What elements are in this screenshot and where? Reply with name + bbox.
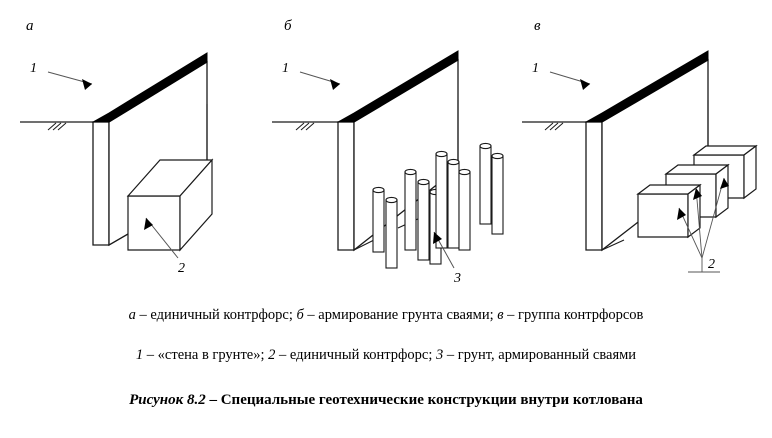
caption-ref-2: 2 <box>268 346 276 363</box>
caption-ref-1-text: – «стена в грунте»; <box>143 346 269 363</box>
wall-top-cap <box>336 50 459 123</box>
pile-group <box>372 142 504 269</box>
pile <box>417 178 430 261</box>
caption-b-letter: б <box>296 307 304 323</box>
pile <box>479 142 492 225</box>
buttress-side-face <box>179 158 213 252</box>
buttress-front-face <box>127 195 181 251</box>
caption-b-text: – армирование грунта сваями; <box>303 307 498 323</box>
wall-left-face <box>92 121 110 246</box>
figure-number: Рисунок 8.2 <box>129 392 206 408</box>
figure-title-text: Специальные геотехнические конструкции в… <box>220 392 643 408</box>
pile <box>447 158 460 249</box>
ground-hatch-icon <box>544 122 564 131</box>
caption-c-letter: в <box>497 307 504 323</box>
pile <box>404 168 417 251</box>
caption-line-panels: а – единичный контрфорс; б – армирование… <box>0 306 772 326</box>
panel-b-diagram: б 1 3 <box>272 18 504 286</box>
wall-left-face <box>337 121 355 251</box>
ref-label-1: 1 <box>532 61 539 76</box>
panel-c-diagram: в <box>522 18 758 273</box>
caption-ref-3-text: – грунт, армированный сваями <box>443 346 637 363</box>
leader-arrows-buttresses <box>677 178 729 220</box>
figure-title-dash: – <box>205 392 221 408</box>
panel-b-letter: б <box>284 18 292 34</box>
ref-label-1: 1 <box>30 61 37 76</box>
wall-base-connector <box>601 239 625 251</box>
leader-arrow-wall <box>580 79 590 90</box>
panel-c-letter: в <box>534 18 541 34</box>
panel-a-diagram: а 1 2 <box>20 18 214 276</box>
wall-top-cap <box>91 52 208 123</box>
caption-ref-1: 1 <box>135 346 144 363</box>
pile <box>372 186 385 253</box>
caption-ref-3: 3 <box>436 346 444 363</box>
ref-label-2: 2 <box>178 261 185 276</box>
leader-arrow-piles <box>433 232 442 244</box>
wall-base-connector <box>108 233 129 246</box>
wall-top-cap <box>584 50 709 123</box>
pile <box>458 168 471 251</box>
buttress-block <box>636 183 702 239</box>
figure-title: Рисунок 8.2 – Специальные геотехнические… <box>0 392 772 409</box>
pile <box>435 150 448 249</box>
pile <box>385 196 398 269</box>
caption-c-text: – группа контрфорсов <box>503 307 644 323</box>
panel-a-letter: а <box>26 18 34 34</box>
ground-hatch-icon <box>47 122 67 131</box>
caption-line-refs: 1 – «стена в грунте»; 2 – единичный конт… <box>0 346 772 366</box>
wall-left-face <box>585 121 603 251</box>
figure-captions: а – единичный контрфорс; б – армирование… <box>0 296 772 365</box>
ref-label-1: 1 <box>282 61 289 76</box>
caption-a-text: – единичный контрфорс; <box>135 307 297 323</box>
leader-arrow-wall <box>82 79 92 90</box>
ref-label-2: 2 <box>708 257 715 272</box>
ref-label-3: 3 <box>453 271 461 286</box>
leader-arrow-buttress <box>144 218 153 230</box>
caption-a-letter: а <box>128 307 136 323</box>
leader-arrow-wall <box>330 79 340 90</box>
ground-hatch-icon <box>295 122 315 131</box>
caption-ref-2-text: – единичный контрфорс; <box>275 346 437 363</box>
pile <box>491 152 504 235</box>
